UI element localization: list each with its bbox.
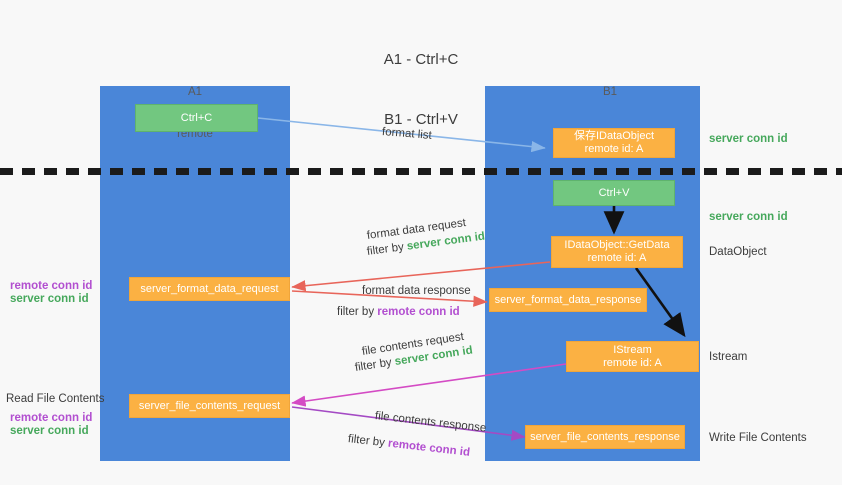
node-idataobject-getdata[interactable]: IDataObject::GetData remote id: A xyxy=(551,236,683,268)
annotation-server-conn-id-mid: server conn id xyxy=(709,211,788,223)
arrow-format-data-request xyxy=(291,261,551,292)
title-line-2: B1 - Ctrl+V xyxy=(384,111,458,128)
node-getdata-line1: IDataObject::GetData xyxy=(564,239,670,251)
node-server-format-data-response-label: server_format_data_response xyxy=(494,293,642,306)
annotation-server-conn-id-1: server conn id xyxy=(10,293,89,305)
node-save-idataobject-line1: 保存IDataObject xyxy=(573,130,655,142)
node-save-idataobject[interactable]: 保存IDataObject remote id: A xyxy=(553,128,675,158)
arrow-format-data-response xyxy=(291,290,488,307)
column-a1-name: A1 xyxy=(187,86,203,98)
column-b1-name: B1 xyxy=(602,86,618,98)
arrow-file-contents-request xyxy=(291,363,567,407)
node-server-file-contents-request[interactable]: server_file_contents_request xyxy=(129,394,290,418)
node-istream-line1: IStream xyxy=(613,343,652,356)
node-istream[interactable]: IStream remote id: A xyxy=(566,341,699,372)
node-server-file-contents-request-label: server_file_contents_request xyxy=(138,399,281,412)
annotation-write-file-contents: Write File Contents xyxy=(709,432,807,444)
annotation-server-conn-id-top: server conn id xyxy=(709,133,788,145)
node-server-file-contents-response[interactable]: server_file_contents_response xyxy=(525,425,685,449)
node-istream-line2: remote id: A xyxy=(603,356,662,369)
node-getdata-line2: remote id: A xyxy=(587,252,647,264)
annotation-remote-conn-id-2: remote conn id xyxy=(10,412,93,424)
annotation-dataobject: DataObject xyxy=(709,246,767,258)
filter-prefix: filter by xyxy=(337,306,378,318)
page-title: A1 - Ctrl+C B1 - Ctrl+V xyxy=(0,10,842,150)
node-server-format-data-response[interactable]: server_format_data_response xyxy=(489,288,647,312)
node-server-file-contents-response-label: server_file_contents_response xyxy=(530,430,680,443)
node-server-format-data-request-label: server_format_data_request xyxy=(140,282,279,295)
annotation-istream: Istream xyxy=(709,351,748,363)
arrow-getdata-to-istream xyxy=(634,267,686,338)
node-server-format-data-request[interactable]: server_format_data_request xyxy=(129,277,290,301)
arrow-format-list xyxy=(257,117,546,153)
edge-label-format-data-response-filter: filter by remote conn id xyxy=(337,305,460,319)
arrow-file-contents-response xyxy=(291,406,526,441)
filter-value-remote-conn-id: remote conn id xyxy=(377,306,460,318)
annotation-read-file-contents: Read File Contents xyxy=(6,393,105,405)
node-ctrl-c-label: Ctrl+C xyxy=(180,111,213,124)
annotation-remote-conn-id-1: remote conn id xyxy=(10,280,93,292)
edge-label-format-data-response: format data response xyxy=(362,285,471,297)
node-ctrl-v[interactable]: Ctrl+V xyxy=(553,180,675,206)
node-ctrl-v-label: Ctrl+V xyxy=(598,186,630,199)
edge-label-format-list: format list xyxy=(376,111,433,142)
dashed-divider xyxy=(0,168,842,175)
node-ctrl-c[interactable]: Ctrl+C xyxy=(135,104,258,132)
annotation-server-conn-id-2: server conn id xyxy=(10,425,89,437)
title-line-1: A1 - Ctrl+C xyxy=(383,51,459,68)
node-save-idataobject-line2: remote id: A xyxy=(584,143,644,155)
